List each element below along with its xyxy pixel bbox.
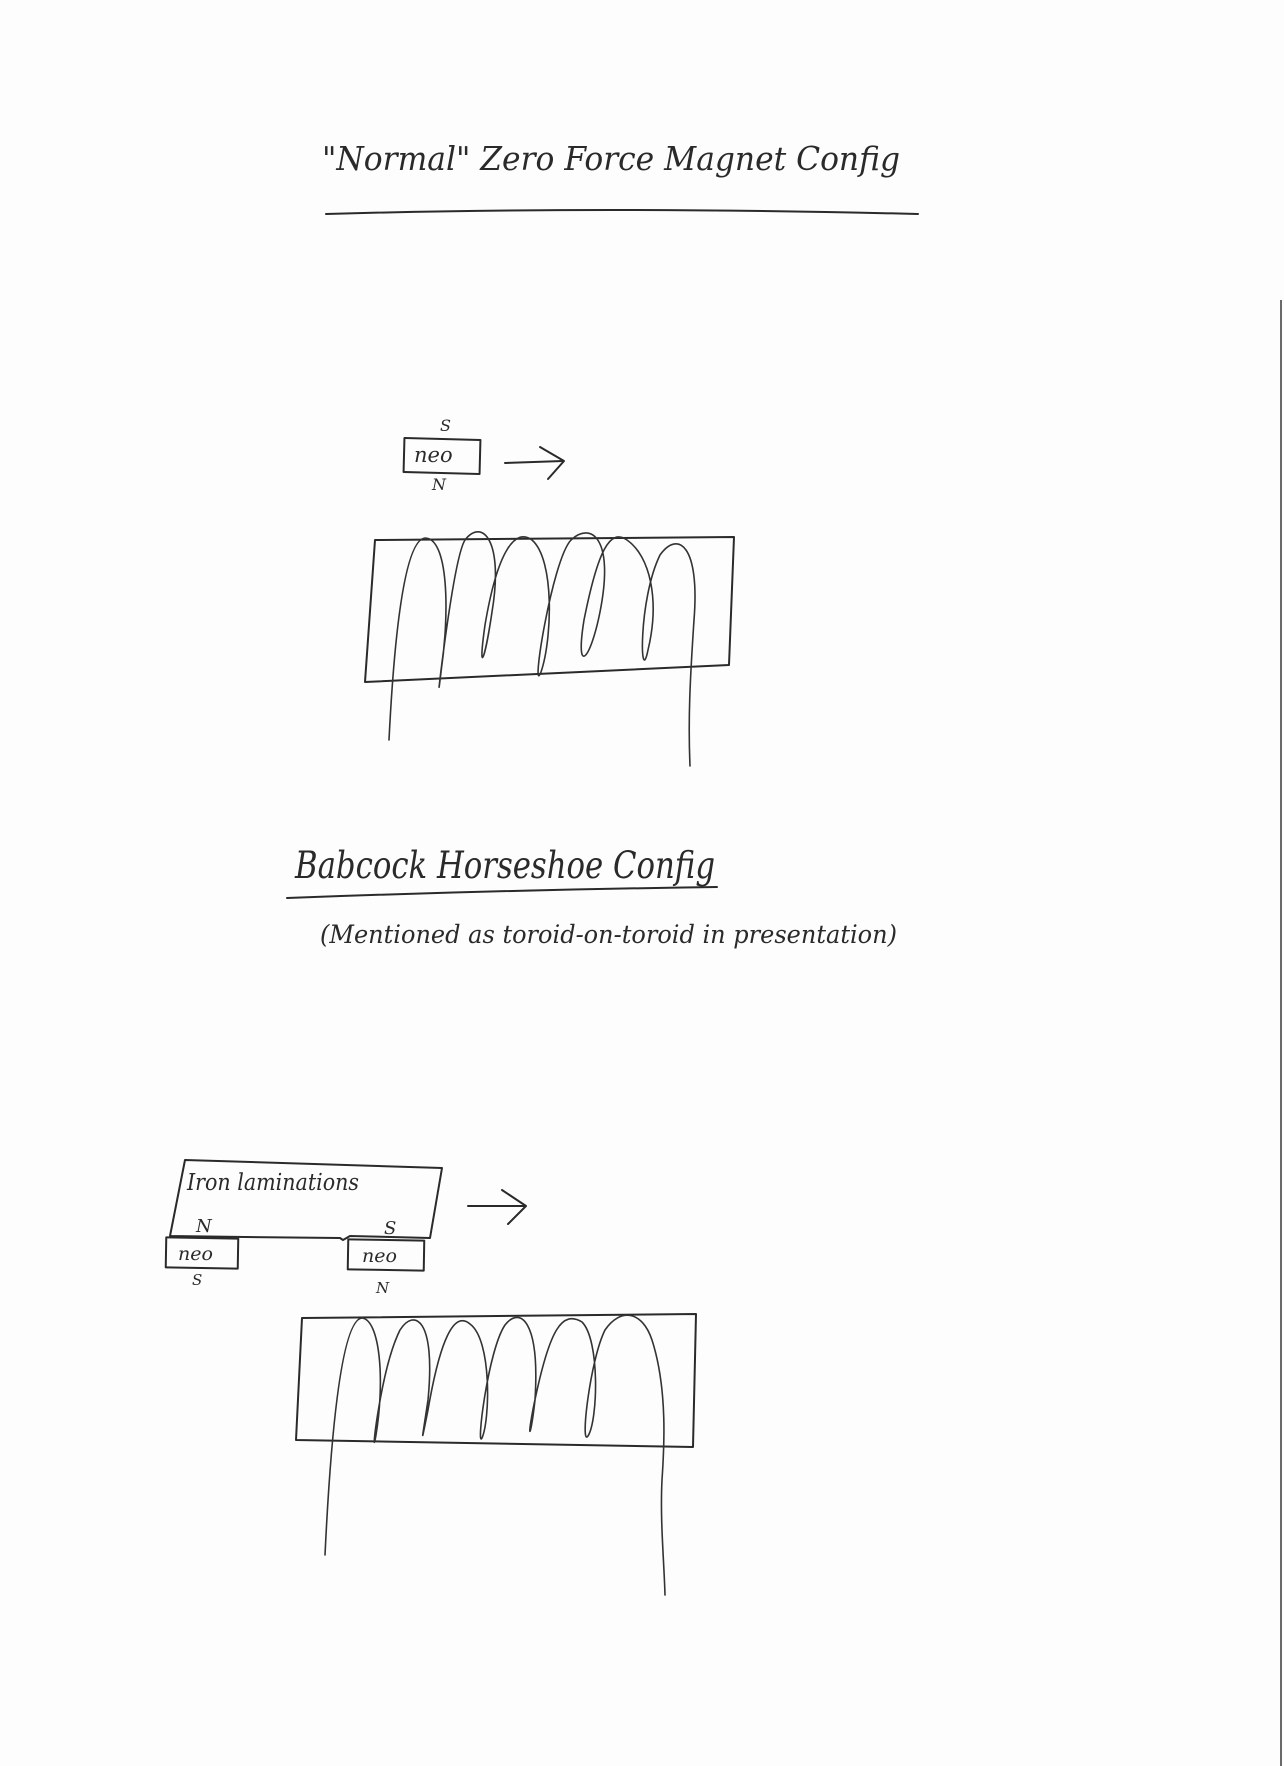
left-neo-label: neo [178, 1243, 213, 1265]
left-pole-upper: N [195, 1216, 213, 1237]
motion-arrow-icon [504, 446, 565, 480]
normal-config-title: "Normal" Zero Force Magnet Config [322, 139, 900, 178]
iron-laminations [169, 1159, 443, 1241]
left-neo-magnet [164, 1236, 240, 1270]
babcock-config-title: Babcock Horseshoe Config [294, 844, 715, 887]
coil-core-2 [295, 1313, 697, 1448]
right-neo-label: neo [362, 1245, 397, 1267]
coil-winding [388, 531, 696, 767]
iron-laminations-label: Iron laminations [186, 1170, 359, 1196]
babcock-config-diagram: Iron laminations N S neo S neo N [164, 1159, 697, 1596]
babcock-title-underline [286, 886, 718, 899]
normal-config-diagram: neo S N [364, 416, 735, 767]
neo-magnet-label: neo [414, 443, 453, 467]
right-neo-magnet [346, 1238, 426, 1272]
magnet-pole-bottom: N [431, 475, 447, 494]
left-pole-lower: S [192, 1271, 202, 1289]
coil-winding-2 [324, 1314, 666, 1596]
title-underline [325, 209, 919, 215]
right-pole-upper: S [384, 1218, 396, 1239]
motion-arrow-icon [467, 1189, 527, 1225]
magnet-pole-top: S [440, 416, 451, 435]
right-pole-lower: N [375, 1279, 390, 1297]
neo-magnet [402, 437, 482, 475]
babcock-note: (Mentioned as toroid-on-toroid in presen… [320, 920, 897, 949]
